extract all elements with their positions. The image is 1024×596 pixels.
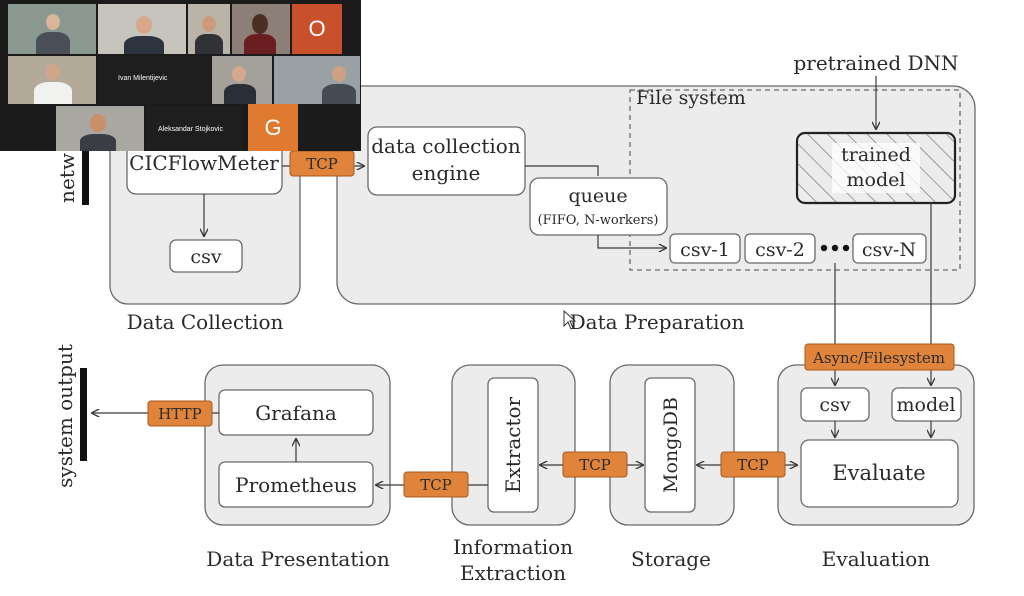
extractor-label: Extractor (501, 396, 525, 493)
csv-1-label: csv-1 (680, 239, 730, 261)
ellipsis-dot (820, 244, 828, 252)
participant-name: Aleksandar Stojkovic (158, 126, 223, 133)
tcp-tag-label: TCP (737, 456, 769, 474)
network-label: netw (55, 153, 79, 203)
data-collection-engine-box (367, 126, 526, 196)
tcp-tag (403, 471, 469, 498)
data-presentation-caption: Data Presentation (206, 547, 390, 571)
trained-model-label-1: trained (841, 144, 911, 166)
tcp-tag (289, 150, 355, 177)
trained-model-label-bg (832, 143, 920, 193)
participant-video-tile[interactable]: Aleksandar Stojkovic (146, 106, 242, 151)
tcp-tag-label: TCP (579, 456, 611, 474)
data-collection-engine-label-2: engine (412, 161, 481, 185)
prometheus-label: Prometheus (235, 473, 357, 497)
queue-label: queue (568, 185, 627, 207)
system-output-label: system output (53, 344, 77, 488)
avatar-letter: G (264, 114, 282, 140)
information-extraction-caption-1: Information (453, 535, 573, 559)
eval-csv-label: csv (819, 394, 850, 416)
data-preparation-caption: Data Preparation (570, 310, 745, 334)
participant-video-tile[interactable] (232, 4, 290, 54)
participant-avatar[interactable]: O (292, 4, 342, 54)
evaluation-caption: Evaluation (822, 547, 930, 571)
async-filesystem-tag (804, 343, 955, 371)
cicflowmeter-label: CICFlowMeter (129, 151, 279, 175)
tcp-tag (562, 451, 628, 478)
http-tag (147, 400, 213, 427)
evaluate-label: Evaluate (832, 461, 925, 485)
csv-2-label: csv-2 (755, 239, 805, 261)
data-collection-caption: Data Collection (127, 310, 284, 334)
system-output-bar (80, 368, 87, 461)
avatar-letter: O (308, 16, 326, 41)
extractor-box (487, 377, 539, 513)
evaluate-box (800, 439, 959, 508)
http-tag-label: HTTP (158, 405, 201, 423)
csv-1-box (669, 233, 741, 264)
network-input-bar (82, 150, 89, 205)
participant-video-tile[interactable] (98, 4, 186, 54)
csv-n-box (852, 233, 927, 264)
queue-sublabel: (FIFO, N-workers) (538, 213, 659, 228)
async-filesystem-tag-label: Async/Filesystem (812, 349, 945, 367)
information-extraction-caption-2: Extraction (460, 561, 566, 585)
participant-video-tile[interactable] (8, 56, 96, 104)
participant-video-tile[interactable] (8, 4, 96, 54)
tcp-tag (720, 451, 786, 478)
participant-name: Ivan Milentijevic (118, 75, 168, 82)
participant-video-tile[interactable] (212, 56, 272, 104)
csv-2-box (744, 233, 816, 264)
csv-label: csv (190, 246, 221, 268)
csv-box (169, 239, 243, 273)
tcp-tag-label: TCP (420, 476, 452, 494)
storage-caption: Storage (631, 547, 711, 571)
mongodb-box (644, 377, 696, 513)
pretrained-dnn-label: pretrained DNN (793, 51, 958, 75)
video-call-panel: O Ivan Milentijevic Aleksandar Stojkovic… (0, 0, 361, 151)
ellipsis-dot (842, 244, 850, 252)
grafana-label: Grafana (255, 401, 337, 425)
trained-model-label-2: model (847, 169, 906, 191)
data-collection-engine-label-1: data collection (371, 134, 521, 158)
participant-video-tile[interactable] (274, 56, 360, 104)
participant-video-tile[interactable]: Ivan Milentijevic (98, 56, 210, 104)
eval-model-box (891, 387, 962, 422)
mongodb-label: MongoDB (660, 397, 682, 493)
file-system-label: File system (636, 87, 746, 109)
participant-avatar[interactable]: G (248, 104, 298, 151)
mouse-cursor-icon (563, 309, 577, 330)
participant-video-tile[interactable] (188, 4, 230, 54)
ellipsis-dot (831, 244, 839, 252)
tcp-tag-label: TCP (306, 155, 338, 173)
eval-model-label: model (897, 394, 956, 416)
participant-video-tile[interactable] (56, 106, 144, 151)
csv-n-label: csv-N (862, 239, 916, 261)
